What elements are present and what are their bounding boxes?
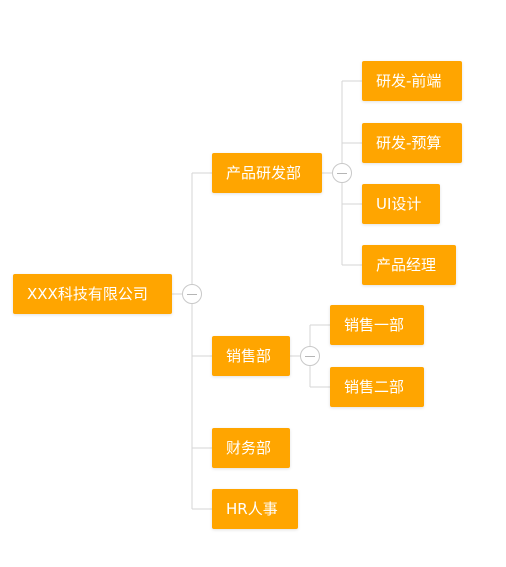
collapse-icon[interactable] [300, 346, 320, 366]
node-company-root[interactable]: XXX科技有限公司 [13, 274, 172, 314]
node-team-budget[interactable]: 研发-预算 [362, 123, 462, 163]
node-team-pm[interactable]: 产品经理 [362, 245, 456, 285]
node-dept-sales[interactable]: 销售部 [212, 336, 290, 376]
node-dept-finance[interactable]: 财务部 [212, 428, 290, 468]
node-dept-product[interactable]: 产品研发部 [212, 153, 322, 193]
node-team-sales-1[interactable]: 销售一部 [330, 305, 424, 345]
node-team-sales-2[interactable]: 销售二部 [330, 367, 424, 407]
collapse-icon[interactable] [182, 284, 202, 304]
collapse-icon[interactable] [332, 163, 352, 183]
node-team-frontend[interactable]: 研发-前端 [362, 61, 462, 101]
node-dept-hr[interactable]: HR人事 [212, 489, 298, 529]
node-team-ui[interactable]: UI设计 [362, 184, 440, 224]
